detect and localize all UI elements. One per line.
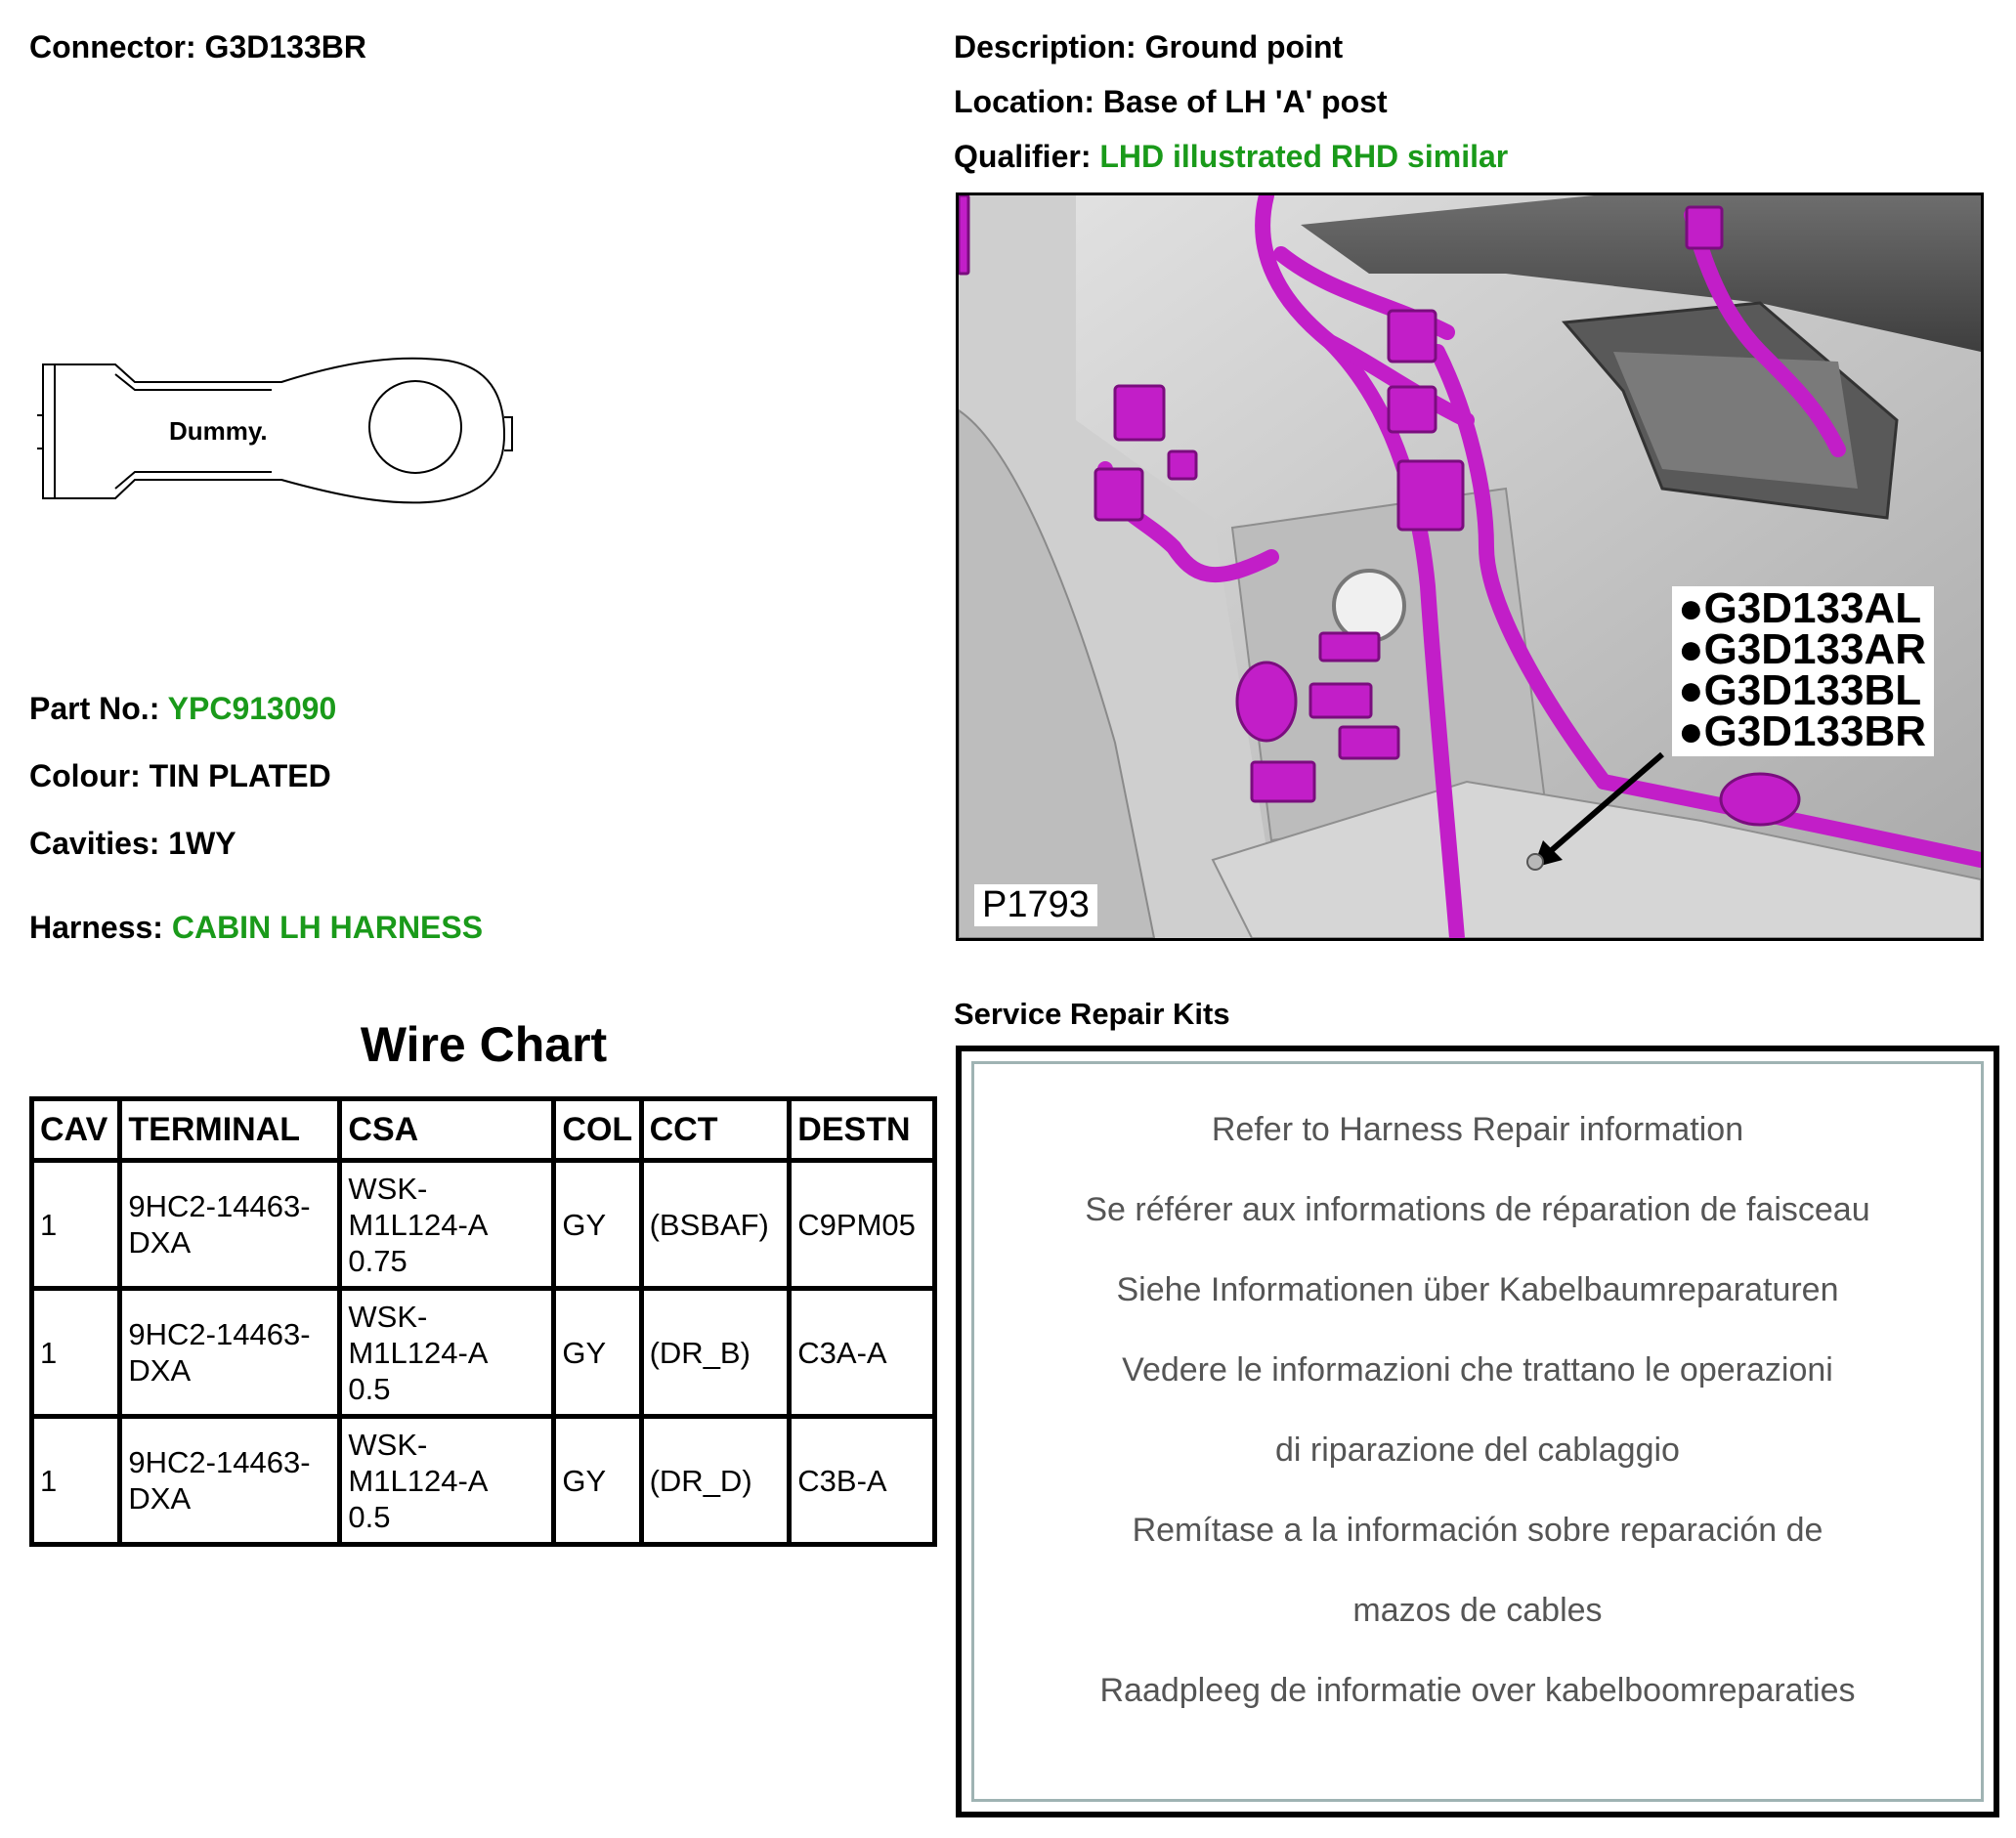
terminal-line: DXA [128, 1225, 192, 1260]
csa-line: WSK- [348, 1299, 428, 1334]
service-repair-kits-inner: Refer to Harness Repair information Se r… [971, 1061, 1984, 1802]
table-row: 1 9HC2-14463- DXA WSK- M1L124-A 0.5 GY (… [28, 1286, 937, 1419]
csa-cell: WSK- M1L124-A 0.75 [337, 1158, 557, 1291]
csa-line: M1L124-A [348, 1207, 489, 1242]
part-no-label: Part No.: [29, 691, 160, 726]
harness-field: Harness: CABIN LH HARNESS [29, 910, 483, 946]
csa-line: 0.5 [348, 1371, 391, 1406]
csa-line: WSK- [348, 1171, 428, 1206]
csa-line: 0.5 [348, 1499, 391, 1534]
location-label: Location: [954, 84, 1094, 119]
service-repair-kits-title: Service Repair Kits [954, 997, 1230, 1031]
terminal-cell: 9HC2-14463- DXA [117, 1286, 343, 1419]
cav-cell: 1 [28, 1414, 123, 1547]
kit-text-line: Se référer aux informations de réparatio… [1085, 1191, 1870, 1228]
connector-callout: ●G3D133AL [1678, 584, 1922, 632]
connector-callout-list: ●G3D133AL ●G3D133AR ●G3D133BL ●G3D133BR [1672, 584, 1935, 756]
terminal-line: DXA [128, 1481, 192, 1516]
csa-line: M1L124-A [348, 1335, 489, 1370]
cav-cell: 1 [28, 1286, 123, 1419]
description-value: Ground point [1144, 29, 1344, 64]
cavities-field: Cavities: 1WY [29, 826, 236, 862]
connector-callout: ●G3D133AR [1678, 625, 1927, 673]
terminal-cell: 9HC2-14463- DXA [117, 1414, 343, 1547]
csa-cell: WSK- M1L124-A 0.5 [337, 1414, 557, 1547]
col-cell: GY [551, 1414, 644, 1547]
harness-label: Harness: [29, 910, 163, 945]
connector-label: Connector: [29, 29, 196, 64]
kit-text-line: Raadpleeg de informatie over kabelboomre… [1099, 1672, 1856, 1709]
wire-chart-header-row: CAV TERMINAL CSA COL CCT DESTN [28, 1096, 937, 1163]
wire-chart-title: Wire Chart [360, 1017, 608, 1072]
header-cct: CCT [638, 1096, 793, 1163]
connector-callout: ●G3D133BR [1678, 707, 1927, 755]
colour-field: Colour: TIN PLATED [29, 758, 331, 794]
connector-field: Connector: G3D133BR [29, 29, 366, 65]
description-field: Description: Ground point [954, 29, 1343, 65]
destn-cell: C9PM05 [787, 1158, 937, 1291]
kit-text-line: di riparazione del cablaggio [1275, 1432, 1680, 1469]
csa-line: 0.75 [348, 1243, 407, 1278]
wire-chart-table: CAV TERMINAL CSA COL CCT DESTN 1 9HC2-14… [28, 1096, 937, 1547]
csa-cell: WSK- M1L124-A 0.5 [337, 1286, 557, 1419]
qualifier-label: Qualifier: [954, 139, 1092, 174]
kit-text-line: mazos de cables [1352, 1592, 1603, 1629]
location-illustration: ●G3D133AL ●G3D133AR ●G3D133BL ●G3D133BR … [956, 192, 1984, 941]
terminal-cell: 9HC2-14463- DXA [117, 1158, 343, 1291]
terminal-line: 9HC2-14463- [128, 1445, 311, 1479]
connector-callout: ●G3D133BL [1678, 666, 1922, 714]
kit-text-line: Remítase a la información sobre reparaci… [1132, 1512, 1823, 1549]
destn-cell: C3B-A [787, 1414, 937, 1547]
qualifier-value: LHD illustrated RHD similar [1099, 139, 1509, 174]
cct-cell: (DR_D) [638, 1414, 793, 1547]
csa-line: M1L124-A [348, 1463, 489, 1498]
header-cav: CAV [28, 1096, 123, 1163]
csa-line: WSK- [348, 1427, 428, 1462]
cct-cell: (DR_B) [638, 1286, 793, 1419]
destn-cell: C3A-A [787, 1286, 937, 1419]
header-col: COL [551, 1096, 644, 1163]
qualifier-field: Qualifier: LHD illustrated RHD similar [954, 139, 1508, 175]
terminal-line: DXA [128, 1353, 192, 1388]
location-field: Location: Base of LH 'A' post [954, 84, 1388, 120]
cavities-value: 1WY [168, 826, 236, 861]
kit-text-line: Refer to Harness Repair information [1211, 1111, 1744, 1148]
cav-cell: 1 [28, 1158, 123, 1291]
terminal-line: 9HC2-14463- [128, 1317, 311, 1351]
table-row: 1 9HC2-14463- DXA WSK- M1L124-A 0.5 GY (… [28, 1414, 937, 1547]
colour-value: TIN PLATED [149, 758, 331, 793]
description-label: Description: [954, 29, 1137, 64]
location-value: Base of LH 'A' post [1102, 84, 1388, 119]
header-destn: DESTN [787, 1096, 937, 1163]
harness-illustration [959, 195, 1981, 938]
kit-text-line: Siehe Informationen über Kabelbaumrepara… [1116, 1271, 1839, 1308]
ring-terminal-drawing: Dummy. [37, 357, 513, 504]
connector-value: G3D133BR [204, 29, 366, 64]
col-cell: GY [551, 1158, 644, 1291]
table-row: 1 9HC2-14463- DXA WSK- M1L124-A 0.75 GY … [28, 1158, 937, 1291]
cavities-label: Cavities: [29, 826, 160, 861]
part-no-field: Part No.: YPC913090 [29, 691, 336, 727]
photo-reference-label: P1793 [974, 884, 1097, 926]
header-terminal: TERMINAL [117, 1096, 343, 1163]
terminal-drawing-text: Dummy. [169, 416, 268, 446]
colour-label: Colour: [29, 758, 141, 793]
part-no-value: YPC913090 [167, 691, 337, 726]
cct-cell: (BSBAF) [638, 1158, 793, 1291]
harness-value: CABIN LH HARNESS [171, 910, 484, 945]
terminal-line: 9HC2-14463- [128, 1189, 311, 1223]
header-csa: CSA [337, 1096, 557, 1163]
col-cell: GY [551, 1286, 644, 1419]
kit-text-line: Vedere le informazioni che trattano le o… [1122, 1351, 1833, 1389]
service-repair-kits-box: Refer to Harness Repair information Se r… [956, 1046, 1999, 1817]
